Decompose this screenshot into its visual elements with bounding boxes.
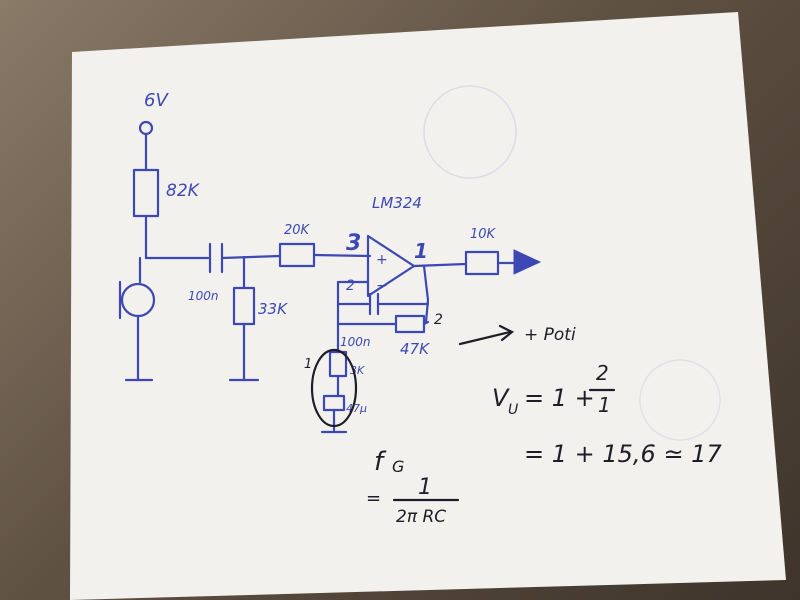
opamp-minus-sign: − [376, 278, 388, 294]
gain-symbol: V [492, 384, 510, 412]
wire-out-feedback [422, 264, 430, 324]
wire-fb-res-right [422, 320, 430, 326]
node-1-label: 1 [304, 357, 312, 372]
opamp-lm324 [366, 234, 416, 298]
opamp-pin-out-label: 1 [414, 239, 428, 263]
gain-result: = 1 + 15,6 ≃ 17 [524, 440, 722, 468]
highlight-ellipse [310, 348, 358, 428]
fg-sub: G [392, 457, 404, 476]
poti-note: + Poti [524, 325, 576, 345]
output-arrow [513, 249, 542, 275]
paper-showthrough-2 [639, 359, 721, 441]
opamp-plus-sign: + [376, 252, 388, 268]
gain-equals: = 1 + [524, 384, 595, 412]
r-bias-label: 33K [258, 300, 288, 318]
gain-denominator: 1 [598, 393, 611, 417]
node-2-label: 2 [434, 312, 443, 328]
r-fb-label: 47K [400, 340, 430, 358]
r-in-label: 20K [284, 223, 311, 238]
wire-cap-to-bias [220, 254, 282, 260]
c-in-label: 100n [188, 289, 219, 303]
opamp-pin-plus-label: 3 [346, 231, 361, 256]
fg-numerator: 1 [418, 475, 432, 500]
gain-subscript: U [508, 402, 518, 418]
r-top-label: 82K [166, 181, 201, 201]
poti-arrow-line [458, 330, 512, 346]
r-out-label: 10K [470, 227, 497, 242]
c-gnd-label: 47µ [346, 402, 367, 415]
supply-voltage-label: 6V [144, 90, 169, 111]
wire-minus-input [336, 280, 370, 342]
c-fb-label: 100n [340, 335, 371, 349]
opamp-pin-minus-label: 2 [346, 278, 355, 294]
paper-showthrough [423, 85, 517, 179]
fg-denominator: 2π RC [396, 507, 446, 527]
wire-20k-to-opamp [312, 253, 372, 258]
wire-out-to-10k [412, 262, 468, 268]
fg-eq: = [366, 488, 381, 509]
opamp-part-label: LM324 [372, 194, 422, 212]
poti-arrow-head [498, 324, 515, 342]
gain-numerator: 2 [596, 361, 609, 385]
